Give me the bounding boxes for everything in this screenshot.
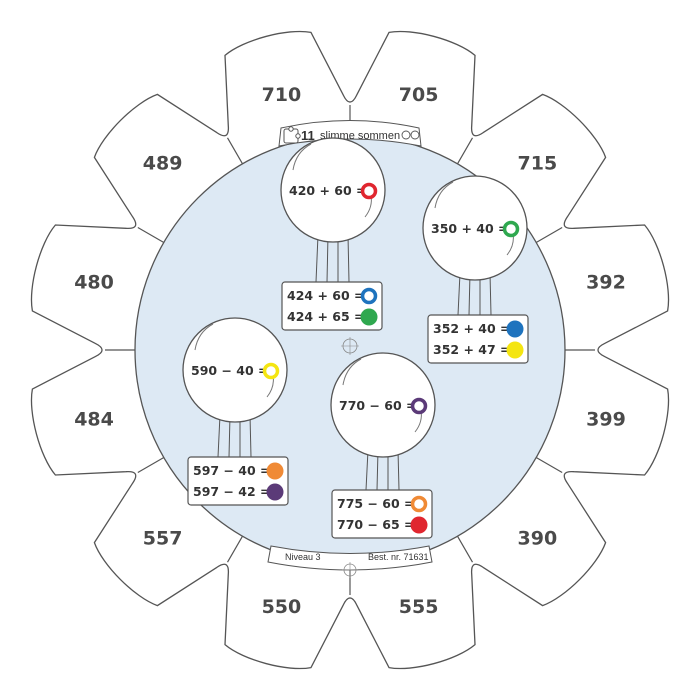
footer-tab: Niveau 3 Best. nr. 71631	[267, 545, 433, 571]
balloon-envelope	[182, 317, 288, 423]
basket-marker-dot	[266, 462, 284, 480]
basket-marker-dot	[410, 516, 428, 534]
basket-marker-dot	[266, 483, 284, 501]
puzzle-icon	[283, 126, 301, 144]
balloon-marker-ring	[410, 397, 428, 415]
basket-sum: 597 − 40 =	[193, 463, 271, 478]
balloon-marker-ring	[502, 220, 520, 238]
sector-divider	[535, 226, 563, 244]
basket	[331, 489, 433, 539]
basket-marker-ring	[360, 287, 378, 305]
balloon-sum: 590 − 40 =	[191, 363, 269, 378]
answer-number: 399	[586, 409, 626, 431]
answer-number: 710	[262, 84, 302, 106]
basket	[427, 314, 529, 364]
basket	[187, 456, 289, 506]
balloon-marker-ring	[262, 362, 280, 380]
balloon-marker-ring	[360, 182, 378, 200]
answer-number: 557	[143, 527, 183, 549]
answer-number: 392	[586, 271, 626, 293]
answer-sectors: 710 705 715 392 399 390 555 550 557 484 480 489	[74, 84, 626, 618]
answer-number: 705	[399, 84, 439, 106]
basket-sum: 424 + 60 =	[287, 288, 365, 303]
sector-divider	[456, 535, 474, 563]
basket-sum: 352 + 47 =	[433, 342, 511, 357]
sector-divider	[226, 535, 244, 563]
balloon-envelope	[330, 352, 436, 458]
balloon-sum: 420 + 60 =	[289, 183, 367, 198]
answer-number: 484	[74, 409, 114, 431]
bottom-crosshair-icon	[342, 562, 358, 578]
answer-number: 390	[518, 527, 558, 549]
order-number: Best. nr. 71631	[368, 552, 429, 562]
answer-number: 489	[143, 153, 183, 175]
center-crosshair-icon	[341, 337, 359, 355]
level-label: Niveau 3	[285, 552, 321, 562]
answer-number: 715	[518, 153, 558, 175]
sector-divider	[456, 137, 474, 165]
answer-number: 480	[74, 271, 114, 293]
basket-marker-dot	[360, 308, 378, 326]
balloon-sum: 770 − 60 =	[339, 398, 417, 413]
balloon: 590 − 40 = 597 − 40 = 597 − 42 =	[182, 317, 289, 506]
sector-divider	[535, 456, 563, 474]
sector-divider	[226, 137, 244, 165]
answer-number: 555	[399, 596, 439, 618]
balloon: 770 − 60 = 775 − 60 = 770 − 65 =	[330, 352, 436, 539]
basket-marker-ring	[410, 495, 428, 513]
basket	[281, 281, 383, 331]
balloon-envelope	[422, 175, 528, 281]
balloon-sum: 350 + 40 =	[431, 221, 509, 236]
balloons: 420 + 60 = 424 + 60 = 424 + 65 = 350 + 40 =…	[182, 137, 529, 539]
basket-sum: 352 + 40 =	[433, 321, 511, 336]
basket-sum: 597 − 42 =	[193, 484, 271, 499]
balloon: 420 + 60 = 424 + 60 = 424 + 65 =	[280, 137, 386, 331]
basket-sum: 424 + 65 =	[287, 309, 365, 324]
set-number: 11	[301, 128, 315, 143]
basket-marker-dot	[506, 320, 524, 338]
basket-sum: 770 − 65 =	[337, 517, 415, 532]
sector-dividers	[105, 105, 595, 595]
answer-number: 550	[262, 596, 302, 618]
basket-sum: 775 − 60 =	[337, 496, 415, 511]
basket-marker-dot	[506, 341, 524, 359]
sector-divider	[137, 456, 165, 474]
face-icons	[401, 130, 420, 140]
balloon-envelope	[280, 137, 386, 243]
balloon: 350 + 40 = 352 + 40 = 352 + 47 =	[422, 175, 529, 364]
sector-divider	[137, 226, 165, 244]
